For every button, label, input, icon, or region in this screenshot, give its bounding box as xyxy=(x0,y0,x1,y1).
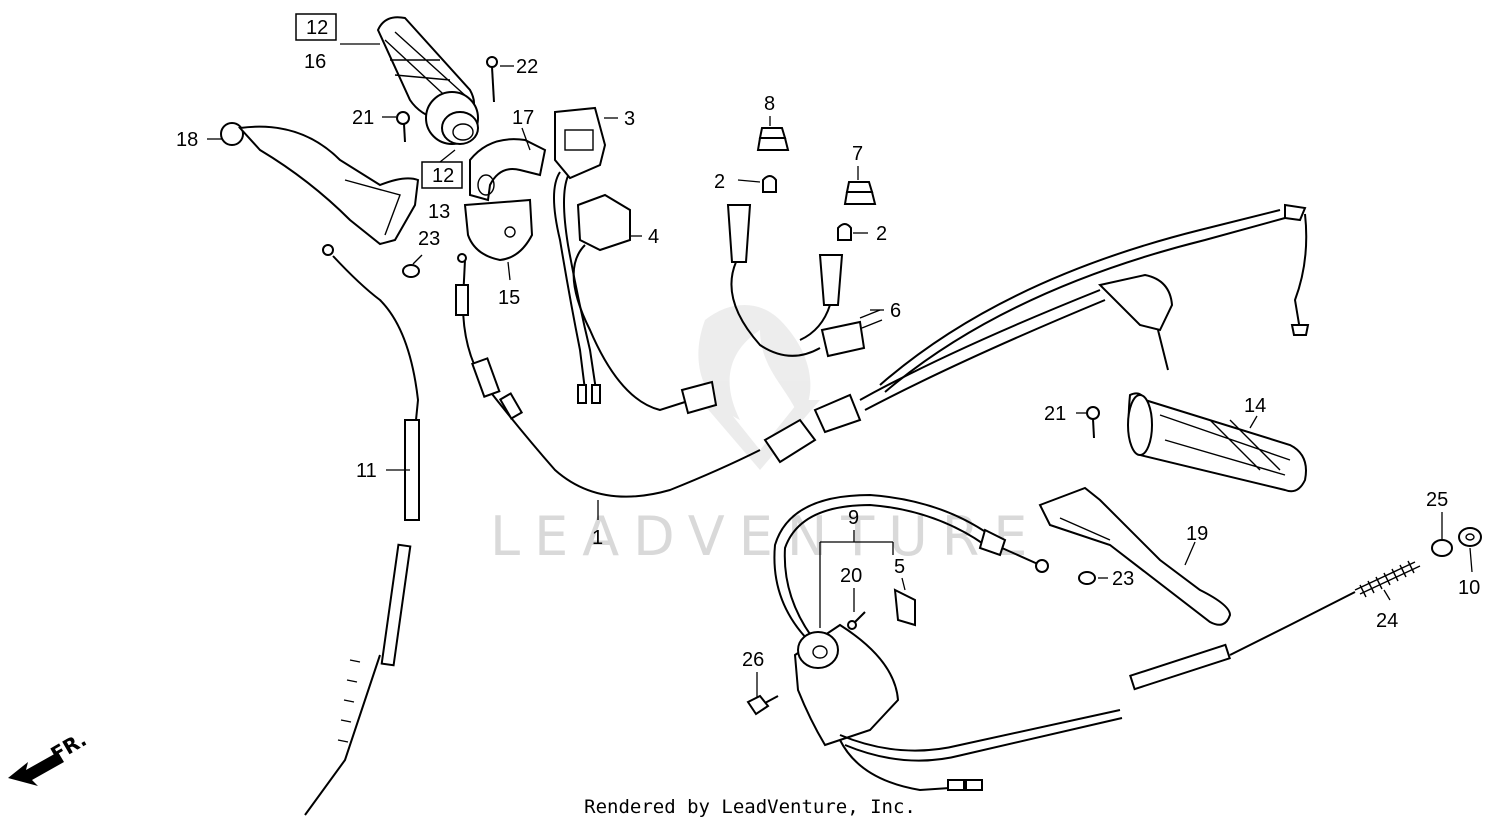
callout-10: 10 xyxy=(1458,577,1480,599)
cap-8 xyxy=(756,127,790,151)
callout-21-left: 21 xyxy=(352,107,374,129)
callout-25: 25 xyxy=(1426,489,1448,511)
spring-24 xyxy=(1229,560,1421,656)
screw-21-left xyxy=(396,111,410,143)
callout-24: 24 xyxy=(1376,610,1398,632)
part-25 xyxy=(1431,539,1453,557)
callout-3: 3 xyxy=(624,108,635,130)
bolt-26 xyxy=(746,694,779,716)
left-lever xyxy=(220,122,420,246)
leader-lines xyxy=(207,43,1473,698)
callout-21-right: 21 xyxy=(1044,403,1066,425)
nut-23-left xyxy=(402,264,420,278)
switch-housing-lower xyxy=(463,198,534,262)
bulb-2-right xyxy=(837,223,852,241)
callout-8: 8 xyxy=(764,93,775,115)
nut-23-right xyxy=(1078,571,1096,585)
screw-22 xyxy=(486,56,498,103)
clamp-5 xyxy=(893,588,916,627)
front-direction-arrow: FR. xyxy=(8,727,91,786)
switch-housing-upper xyxy=(469,138,547,202)
brake-cable-9 xyxy=(773,493,1231,792)
callout-box-12-top: 12 xyxy=(295,13,337,41)
callout-12-top: 12 xyxy=(306,17,328,39)
screw-20 xyxy=(847,611,866,630)
right-grip xyxy=(1127,392,1307,493)
callout-1: 1 xyxy=(592,527,603,549)
throttle-cable-1 xyxy=(455,203,1310,498)
callout-26: 26 xyxy=(742,649,764,671)
callout-18: 18 xyxy=(176,129,198,151)
callout-labels: 16 22 21 17 3 18 13 23 4 15 8 7 2 2 6 11… xyxy=(176,51,1480,671)
callout-17: 17 xyxy=(512,107,534,129)
callout-6: 6 xyxy=(890,300,901,322)
callout-22: 22 xyxy=(516,56,538,78)
clutch-cable-11 xyxy=(304,244,420,816)
bulb-2-left xyxy=(762,175,777,193)
callout-15: 15 xyxy=(498,287,520,309)
switch-3 xyxy=(553,106,607,404)
callout-4: 4 xyxy=(648,226,659,248)
callout-20: 20 xyxy=(840,565,862,587)
callout-box-12-mid: 12 xyxy=(421,161,463,189)
callout-12-mid: 12 xyxy=(432,165,454,187)
screw-21-right xyxy=(1086,406,1100,439)
callout-23-right: 23 xyxy=(1112,568,1134,590)
callout-2-right: 2 xyxy=(876,223,887,245)
callout-16: 16 xyxy=(304,51,326,73)
left-grip xyxy=(376,16,479,145)
footer-credit: Rendered by LeadVenture, Inc. xyxy=(584,796,916,818)
callout-7: 7 xyxy=(852,143,863,165)
switch-4 xyxy=(572,193,718,415)
part-10 xyxy=(1458,527,1482,547)
cap-7 xyxy=(843,181,877,205)
callout-11: 11 xyxy=(356,460,377,482)
watermark-text: LEADVENTURE xyxy=(490,505,1041,568)
watermark-logo xyxy=(698,305,820,470)
callout-14: 14 xyxy=(1244,395,1266,417)
callout-5: 5 xyxy=(894,556,905,578)
socket-harness-6 xyxy=(726,204,883,358)
callout-23-left: 23 xyxy=(418,228,440,250)
callout-9: 9 xyxy=(848,507,859,529)
callout-2-left: 2 xyxy=(714,171,725,193)
callout-19: 19 xyxy=(1186,523,1208,545)
right-lever xyxy=(1038,486,1232,626)
callout-13: 13 xyxy=(428,201,450,223)
